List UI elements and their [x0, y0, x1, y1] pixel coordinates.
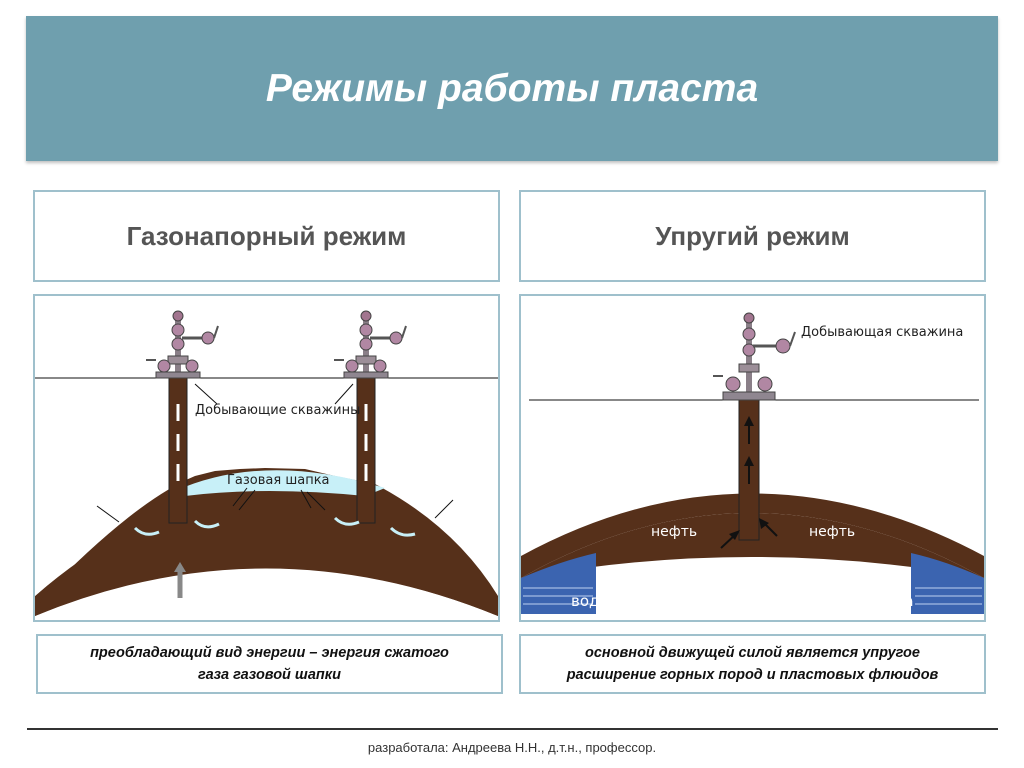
gas-cap-label: Газовая шапка: [227, 473, 330, 488]
water-zone-right: [911, 553, 984, 614]
elastic-drive-caption-line2: расширение горных пород и пластовых флюи…: [566, 667, 939, 683]
slide-title: Режимы работы пласта: [265, 66, 759, 110]
oil-label-left: нефть: [651, 524, 697, 540]
wellhead-left: [144, 309, 220, 380]
gas-drive-svg: Добывающие скважины Газовая шапка: [35, 309, 498, 616]
footer-divider: [27, 728, 998, 730]
elastic-drive-diagram: Добывающая скважина нефть нефть вода вод…: [519, 294, 986, 622]
well-label: Добывающая скважина: [801, 325, 963, 340]
elastic-drive-caption-line1: основной движущей силой является упругое: [585, 645, 920, 661]
wellhead: [711, 311, 797, 402]
gas-cap: [175, 470, 385, 496]
gas-drive-caption: преобладающий вид энергии – энергия сжат…: [36, 634, 503, 694]
oil-label-right: нефть: [809, 524, 855, 540]
water-label-right: вода: [876, 592, 914, 610]
wellhead-right: [332, 309, 408, 380]
elastic-drive-caption: основной движущей силой является упругое…: [519, 634, 986, 694]
oil-layer: [521, 493, 984, 578]
elastic-drive-svg: Добывающая скважина нефть нефть вода вод…: [521, 311, 984, 620]
wells-label: Добывающие скважины: [195, 403, 360, 418]
elastic-drive-heading: Упругий режим: [655, 220, 850, 251]
title-bar: Режимы работы пласта: [26, 16, 998, 161]
gas-drive-heading: Газонапорный режим: [126, 220, 407, 251]
water-label-left: вода: [571, 592, 609, 610]
gas-drive-heading-box: Газонапорный режим: [33, 190, 500, 282]
gas-drive-caption-line2: газа газовой шапки: [198, 667, 341, 683]
oil-reservoir-layer: [35, 468, 498, 616]
gas-drive-diagram: Добывающие скважины Газовая шапка: [33, 294, 500, 622]
footer-credit: разработала: Андреева Н.Н., д.т.н., проф…: [367, 740, 657, 755]
gas-drive-caption-line1: преобладающий вид энергии – энергия сжат…: [90, 645, 449, 661]
elastic-drive-heading-box: Упругий режим: [519, 190, 986, 282]
water-zone-left: [521, 553, 596, 614]
